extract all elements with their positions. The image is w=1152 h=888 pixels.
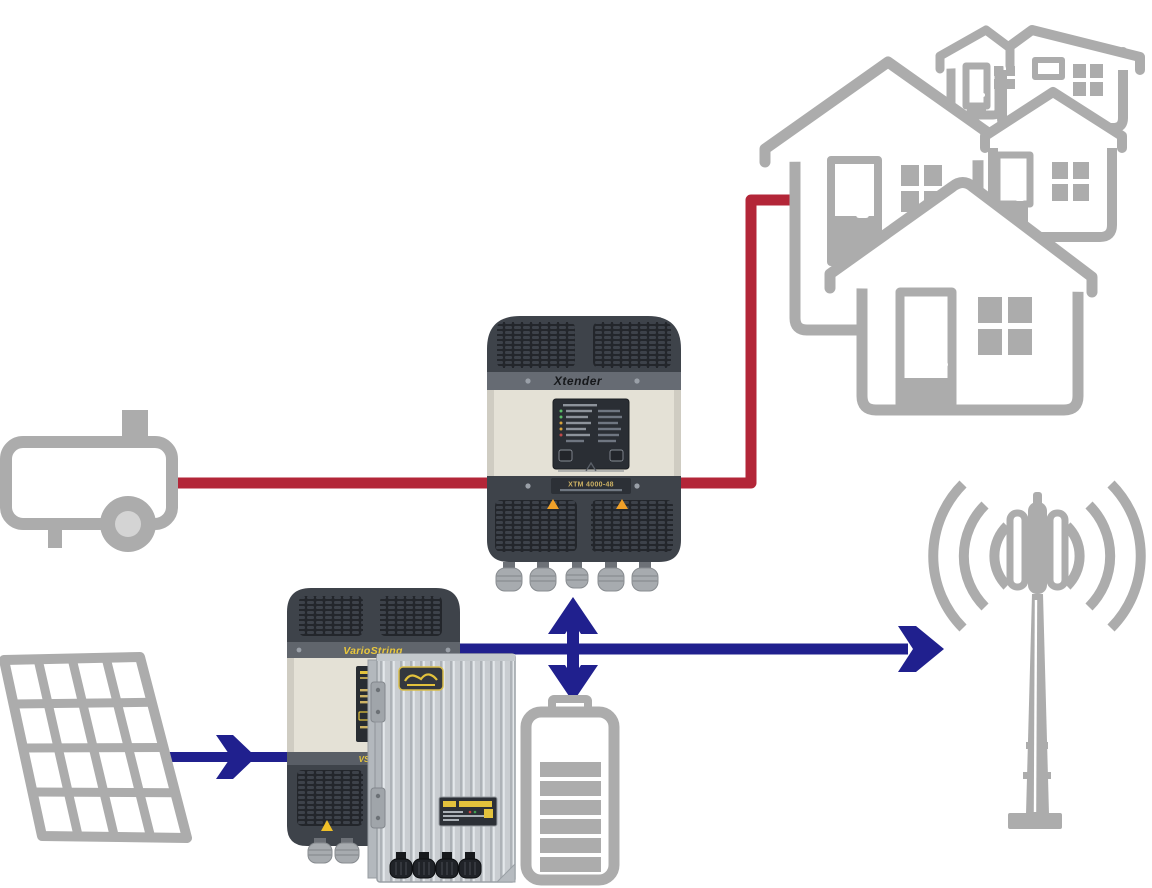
bottom-vent-grille	[591, 500, 673, 552]
battery-icon	[520, 695, 620, 886]
studer-logo-plate	[398, 666, 444, 691]
mounting-clamps	[370, 681, 386, 829]
window-panes	[994, 66, 1015, 89]
dc-power-lines	[166, 597, 944, 779]
tower-mast	[1008, 594, 1062, 829]
warning-triangle-icon	[616, 499, 628, 509]
top-vent-grille	[593, 322, 671, 368]
door	[962, 62, 991, 110]
house-small-center	[935, 25, 1015, 120]
spec-label	[438, 796, 498, 827]
dc-arrow-tower-icon	[898, 626, 944, 672]
top-vent-grille	[299, 596, 363, 636]
dc-arrow-solar-icon	[216, 735, 256, 779]
xtender-cable-glands	[495, 562, 659, 592]
window-panes	[1052, 162, 1089, 201]
generator-icon	[0, 410, 178, 552]
top-vent-grille	[380, 596, 442, 636]
bottom-vent-grille	[495, 500, 577, 552]
radio-waves-icon	[928, 480, 1146, 632]
top-vent-grille	[497, 322, 575, 368]
ac-line-inverter-to-houses	[670, 194, 797, 489]
bottom-vent-grille	[297, 770, 363, 826]
cell-tower-icon	[928, 480, 1146, 829]
solar-panel-icon	[0, 652, 192, 843]
xtender-device: Xtender XTM 4000-48	[487, 316, 681, 592]
antenna-array	[1006, 492, 1069, 594]
door	[895, 287, 957, 409]
houses-icon	[759, 25, 1145, 416]
window-panes	[978, 297, 1032, 355]
battery-charge-bars	[540, 762, 601, 872]
xtender-control-panel	[552, 398, 630, 472]
window-opening	[1032, 57, 1065, 80]
panel-button	[609, 449, 624, 462]
battery-double-arrow-icon	[548, 597, 598, 702]
variostring-cable-glands	[307, 838, 360, 864]
house-bottom-front	[824, 177, 1098, 416]
charge-controller-device	[367, 653, 516, 883]
controller-cable-glands	[389, 852, 482, 879]
xtender-brand-label: Xtender	[553, 374, 603, 388]
xtender-model-label: XTM 4000-48	[568, 482, 614, 489]
studer-bird-icon	[404, 673, 438, 682]
window-panes	[1073, 64, 1103, 96]
ac-power-lines	[168, 194, 797, 489]
vs-badge-label: VS	[359, 755, 370, 764]
warning-triangle-icon	[321, 820, 333, 831]
warning-triangle-icon	[547, 499, 559, 509]
panel-button	[558, 449, 573, 462]
studer-triangle-logo-icon	[585, 461, 597, 472]
